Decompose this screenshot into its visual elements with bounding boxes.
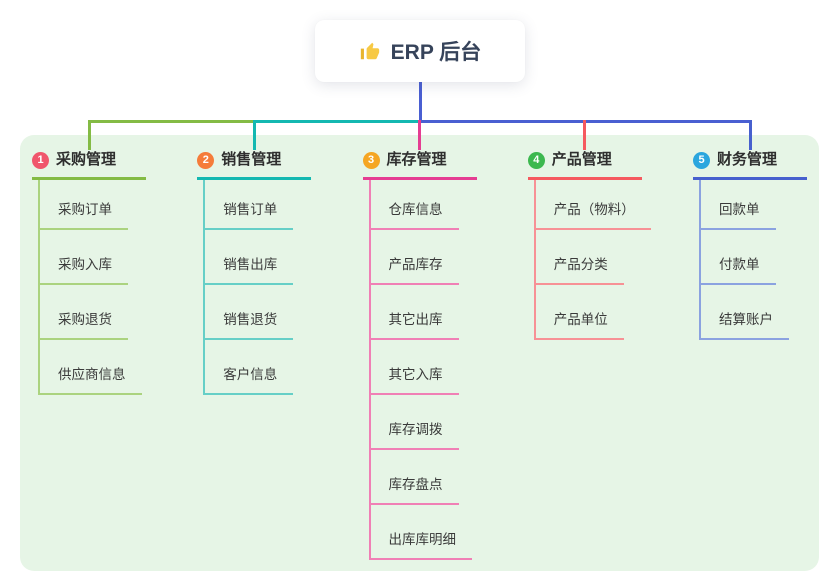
connector-branch-drop [252,120,256,150]
connector-child-spine [38,177,40,395]
branch-node-3[interactable]: 3 库存管理 [362,150,477,180]
connector-child-spine [533,177,536,340]
child-node[interactable]: 其它入库 [368,365,459,395]
connector-bus-segment-1 [252,120,421,123]
child-node[interactable]: 客户信息 [203,365,294,395]
branch-number-badge: 4 [527,151,545,169]
child-node[interactable]: 仓库信息 [368,200,459,230]
connector-branch-drop [748,120,752,150]
branch-number-badge: 3 [362,151,380,169]
child-node[interactable]: 采购退货 [38,310,128,340]
branch-label: 财务管理 [717,151,778,168]
connector-child-spine [203,177,206,395]
child-node[interactable]: 产品单位 [533,310,624,340]
root-node[interactable]: ERP 后台 [315,20,525,82]
child-node[interactable]: 销售订单 [203,200,294,230]
branch-label: 产品管理 [551,151,612,168]
child-node[interactable]: 回款单 [699,200,776,230]
branch-number-badge: 5 [693,151,710,169]
child-node[interactable]: 产品（物料） [533,200,651,230]
child-node[interactable]: 付款单 [699,255,776,285]
branch-label: 库存管理 [386,151,447,168]
child-node[interactable]: 销售出库 [203,255,294,285]
child-node[interactable]: 供应商信息 [38,365,142,395]
child-node[interactable]: 结算账户 [699,310,789,340]
child-node[interactable]: 采购入库 [38,255,128,285]
child-node[interactable]: 产品库存 [368,255,459,285]
connector-branch-drop [418,120,421,150]
branch-node-1[interactable]: 1 采购管理 [32,150,146,180]
connector-child-spine [368,177,371,560]
branch-node-2[interactable]: 2 销售管理 [197,150,312,180]
connector-root-stem [418,82,422,123]
branch-number-badge: 2 [197,151,215,169]
connector-child-spine [699,177,701,340]
child-node[interactable]: 采购订单 [38,200,128,230]
connector-branch-drop [583,120,587,150]
child-node[interactable]: 出库库明细 [368,530,472,560]
branch-label: 销售管理 [221,151,282,168]
branches-panel [20,135,819,571]
branch-node-4[interactable]: 4 产品管理 [527,150,642,180]
child-node[interactable]: 库存调拨 [368,420,459,450]
branch-label: 采购管理 [56,151,117,168]
connector-branch-drop [87,120,91,150]
root-label: ERP 后台 [390,41,482,64]
connector-bus-segment-0 [87,120,256,123]
child-node[interactable]: 库存盘点 [368,475,459,505]
branch-node-5[interactable]: 5 财务管理 [693,150,807,180]
child-node[interactable]: 其它出库 [368,310,459,340]
child-node[interactable]: 销售退货 [203,310,294,340]
thumbs-up-icon [359,40,381,62]
branch-number-badge: 1 [32,151,49,169]
child-node[interactable]: 产品分类 [533,255,624,285]
